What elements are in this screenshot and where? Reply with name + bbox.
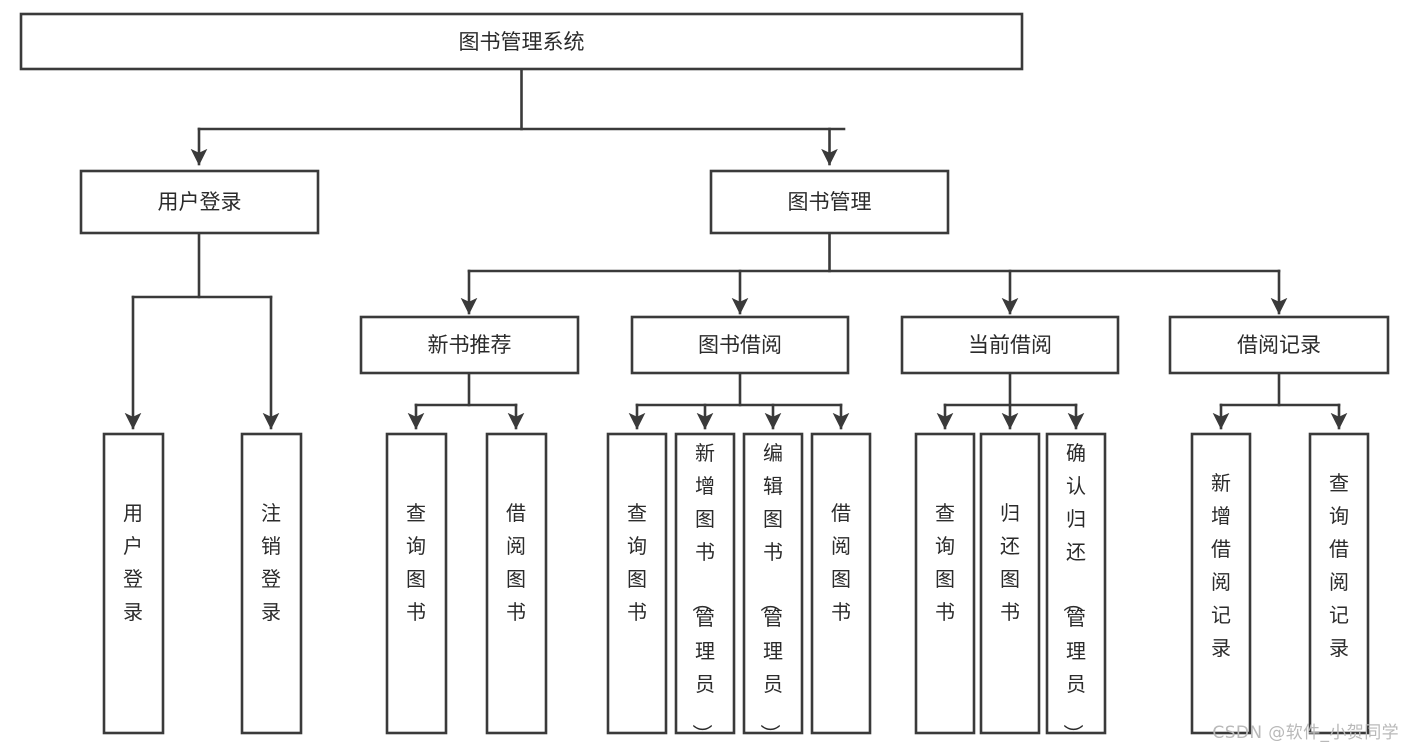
node-leaf-query-record[interactable]: 查询借阅记录 <box>1308 432 1370 735</box>
edge-group-root <box>190 67 846 166</box>
node-leaf-query-book-1[interactable]: 查询图书 <box>385 432 448 735</box>
node-leaf-borrow-book-2-label: 借阅图书 <box>831 501 851 624</box>
edge-group-book-management <box>460 231 1288 315</box>
node-book-management-label: 图书管理 <box>788 190 872 214</box>
node-new-book-recommend-box[interactable] <box>359 315 580 375</box>
node-leaf-edit-book-label: 编辑图书（管理员） <box>758 441 783 744</box>
node-leaf-query-book-1-box[interactable] <box>385 432 448 735</box>
node-leaf-return-book[interactable]: 归还图书 <box>979 432 1041 735</box>
node-current-borrow[interactable]: 当前借阅 <box>900 315 1120 375</box>
node-leaf-add-record-label: 新增借阅记录 <box>1211 471 1231 660</box>
node-book-management-box[interactable] <box>709 169 950 235</box>
node-leaf-query-record-label: 查询借阅记录 <box>1329 471 1349 660</box>
node-book-borrow-label: 图书借阅 <box>698 333 782 357</box>
node-leaf-query-record-box[interactable] <box>1308 432 1370 735</box>
node-current-borrow-box[interactable] <box>900 315 1120 375</box>
node-leaf-edit-book-box[interactable] <box>742 432 804 735</box>
edge-group-user-login <box>124 231 280 430</box>
node-leaf-borrow-book-1-label: 借阅图书 <box>506 501 526 624</box>
node-book-borrow-box[interactable] <box>630 315 850 375</box>
node-leaf-user-logout-label: 注销登录 <box>261 501 281 624</box>
node-leaf-borrow-book-2-box[interactable] <box>810 432 872 735</box>
node-leaf-user-login-label: 用户登录 <box>123 501 143 624</box>
node-leaf-user-logout-box[interactable] <box>240 432 303 735</box>
node-leaf-query-book-1-label: 查询图书 <box>406 501 426 624</box>
node-leaf-edit-book[interactable]: 编辑图书（管理员） <box>742 432 804 744</box>
node-leaf-query-book-3-label: 查询图书 <box>935 501 955 624</box>
node-root-label: 图书管理系统 <box>459 30 585 54</box>
node-leaf-confirm-return-label: 确认归还（管理员） <box>1061 441 1086 744</box>
node-leaf-user-logout[interactable]: 注销登录 <box>240 432 303 735</box>
node-leaf-confirm-return[interactable]: 确认归还（管理员） <box>1045 432 1107 744</box>
node-user-login-box[interactable] <box>79 169 320 235</box>
node-leaf-borrow-book-1[interactable]: 借阅图书 <box>485 432 548 735</box>
node-root-box[interactable] <box>19 12 1024 71</box>
node-book-borrow[interactable]: 图书借阅 <box>630 315 850 375</box>
node-leaf-return-book-label: 归还图书 <box>1000 501 1020 624</box>
node-leaf-borrow-book-2[interactable]: 借阅图书 <box>810 432 872 735</box>
node-borrow-record-label: 借阅记录 <box>1237 333 1321 357</box>
node-leaf-confirm-return-box[interactable] <box>1045 432 1107 735</box>
node-book-management[interactable]: 图书管理 <box>709 169 950 235</box>
node-leaf-user-login-box[interactable] <box>102 432 165 735</box>
node-leaf-query-book-3-box[interactable] <box>914 432 976 735</box>
edge-group-borrow-record <box>1212 371 1348 430</box>
edge-group-new-book-recommend <box>407 371 525 430</box>
node-leaf-add-book[interactable]: 新增图书（管理员） <box>674 432 736 744</box>
node-leaf-query-book-2-box[interactable] <box>606 432 668 735</box>
edge-group-current-borrow <box>936 371 1085 430</box>
node-leaf-add-book-label: 新增图书（管理员） <box>690 441 715 744</box>
node-leaf-user-login[interactable]: 用户登录 <box>102 432 165 735</box>
node-borrow-record[interactable]: 借阅记录 <box>1168 315 1390 375</box>
node-new-book-recommend[interactable]: 新书推荐 <box>359 315 580 375</box>
node-leaf-add-book-box[interactable] <box>674 432 736 735</box>
node-leaf-query-book-2[interactable]: 查询图书 <box>606 432 668 735</box>
node-leaf-query-book-2-label: 查询图书 <box>627 501 647 624</box>
node-leaf-borrow-book-1-box[interactable] <box>485 432 548 735</box>
node-leaf-add-record[interactable]: 新增借阅记录 <box>1190 432 1252 735</box>
csdn-watermark: CSDN @软件_小贺同学 <box>1212 723 1399 743</box>
edge-group-book-borrow <box>628 371 850 430</box>
node-leaf-return-book-box[interactable] <box>979 432 1041 735</box>
node-current-borrow-label: 当前借阅 <box>968 333 1052 357</box>
node-leaf-add-record-box[interactable] <box>1190 432 1252 735</box>
node-root[interactable]: 图书管理系统 <box>19 12 1024 71</box>
node-borrow-record-box[interactable] <box>1168 315 1390 375</box>
node-leaf-query-book-3[interactable]: 查询图书 <box>914 432 976 735</box>
node-user-login-label: 用户登录 <box>158 190 242 214</box>
node-new-book-recommend-label: 新书推荐 <box>428 333 512 357</box>
node-user-login[interactable]: 用户登录 <box>79 169 320 235</box>
